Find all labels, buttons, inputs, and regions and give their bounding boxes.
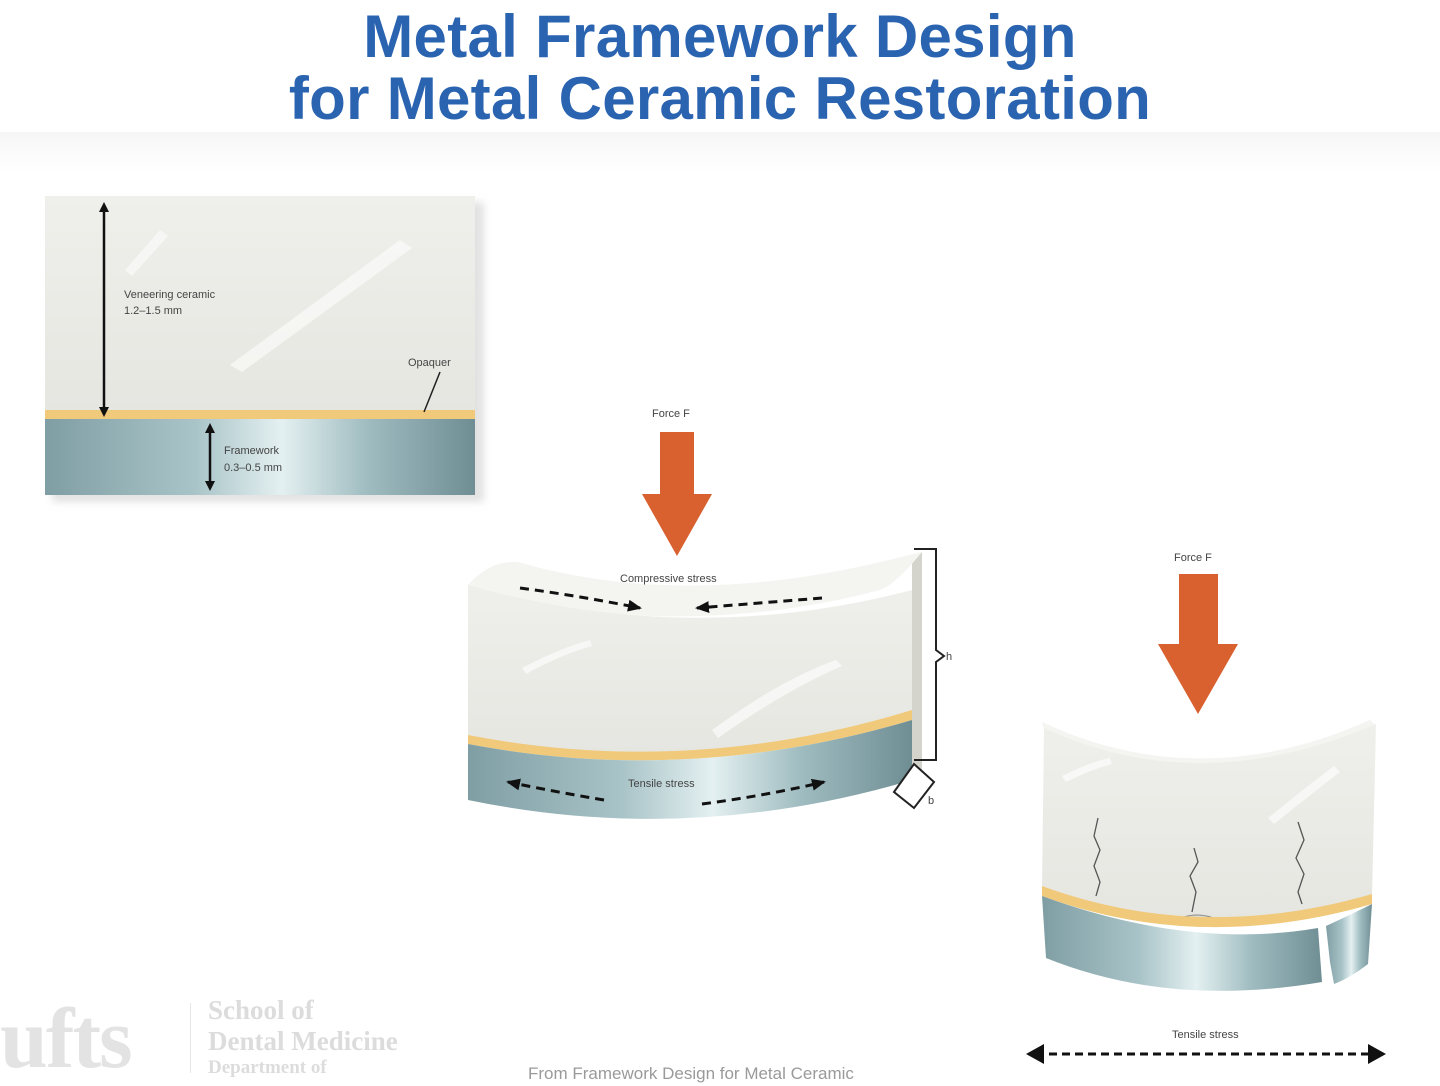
veneer-label-line-1: Veneering ceramic [124, 289, 216, 301]
title-line-1: Metal Framework Design [363, 3, 1077, 70]
tensile-stress-label-middle: Tensile stress [628, 778, 695, 790]
logo-line-1: School of [208, 995, 314, 1025]
slide-title: Metal Framework Design for Metal Ceramic… [0, 6, 1440, 130]
opaquer-leader-line [423, 371, 441, 413]
school-logo: ufts School of Dental Medicine Departmen… [0, 995, 520, 1082]
width-marker [892, 762, 936, 810]
veneering-ceramic-layer [45, 196, 475, 412]
force-arrow-right [1158, 574, 1238, 714]
tensile-arrow-right [701, 778, 826, 806]
height-bracket [914, 548, 946, 761]
opaquer-label: Opaquer [408, 357, 451, 369]
beam-top-surface [468, 552, 922, 617]
compressive-arrow-right [695, 596, 823, 614]
beam-gloss [712, 660, 842, 738]
logo-wordmark: ufts [0, 990, 133, 1086]
source-caption: From Framework Design for Metal Ceramic [528, 1064, 854, 1083]
force-label-middle: Force F [652, 408, 690, 420]
panel-cross-section: Veneering ceramic 1.2–1.5 mm Opaquer Fra… [45, 196, 484, 502]
panel-bending-beam: Force F Compressive stress Tensile stres… [468, 408, 952, 819]
tensile-arrowhead-left [1026, 1044, 1044, 1064]
width-label: b [928, 795, 934, 807]
ceramic-gloss-small [125, 230, 168, 276]
logo-line-3: Department of [208, 1057, 327, 1078]
tensile-arrowhead-right [1368, 1044, 1386, 1064]
crack-left [1093, 817, 1101, 897]
beam-opaquer [468, 710, 912, 761]
logo-school-name: School of Dental Medicine Department of [208, 995, 398, 1079]
title-line-2: for Metal Ceramic Restoration [288, 65, 1152, 132]
panel-fractured-beam: Force F Tensile stress [1026, 552, 1386, 1064]
framework-label-line-1: Framework [224, 445, 280, 457]
logo-line-2: Dental Medicine [208, 1026, 398, 1056]
ceramic-gloss [230, 240, 412, 372]
veneer-label-line-2: 1.2–1.5 mm [124, 305, 182, 317]
crack-middle [1189, 847, 1199, 913]
fractured-opaquer [1042, 886, 1372, 928]
tensile-stress-label-right: Tensile stress [1172, 1029, 1239, 1041]
fractured-gloss-small [1062, 758, 1112, 782]
beam-side-face-edge [912, 552, 922, 798]
fractured-gloss [1268, 766, 1340, 824]
compressive-arrow-left [519, 586, 642, 612]
beam-ceramic-front [468, 585, 912, 755]
fractured-metal-right [1326, 904, 1372, 984]
fractured-metal-left [1042, 896, 1322, 991]
tensile-arrow-left [506, 778, 605, 802]
beam-gloss-small [522, 640, 592, 674]
logo-divider [190, 1003, 191, 1073]
metal-framework-layer [45, 419, 475, 495]
height-label: h [946, 651, 952, 663]
compressive-stress-label: Compressive stress [620, 573, 717, 585]
force-arrow-middle [642, 432, 712, 556]
framework-label-line-2: 0.3–0.5 mm [224, 462, 282, 474]
opaquer-layer [45, 410, 475, 419]
force-label-right: Force F [1174, 552, 1212, 564]
fractured-ceramic-front [1042, 724, 1376, 921]
title-shadow-band [0, 132, 1440, 172]
beam-metal-framework [468, 720, 912, 819]
crack-right [1295, 821, 1305, 905]
